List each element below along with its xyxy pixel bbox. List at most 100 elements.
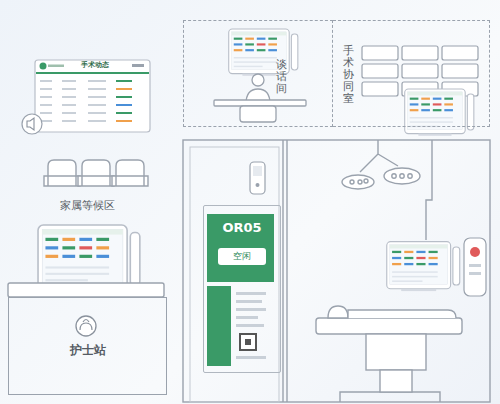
- waiting-display-board-part-part: [40, 112, 52, 114]
- nurse-station: 护士站: [8, 297, 167, 395]
- bedside-monitor-part: [469, 272, 481, 275]
- operating-bed-part: [328, 306, 348, 318]
- coordination-tablet: [405, 89, 474, 136]
- waiting-display-board-part: [132, 64, 144, 67]
- operating-room-part: [183, 140, 490, 402]
- display-wall-part: [402, 64, 438, 78]
- handheld-device-part: [253, 166, 262, 176]
- surgical-lamp-part: [342, 175, 374, 189]
- operating-bed-part: [316, 318, 462, 334]
- surgical-lamp-part: [384, 168, 420, 184]
- waiting-chairs-part: [44, 160, 80, 186]
- waiting-display-board-part-part: [88, 112, 106, 114]
- waiting-display-board-part: [40, 63, 47, 70]
- waiting-display-board-part-part: [116, 96, 132, 98]
- coordination-room: 手术协同室: [333, 20, 490, 127]
- waiting-display-board-part-part: [88, 96, 106, 98]
- waiting-display: 手术动态: [35, 60, 154, 132]
- door-panel-art-part-part: [236, 324, 264, 327]
- waiting-display-board-part-part: [40, 80, 52, 82]
- operating-room-part: [282, 140, 283, 402]
- node-title: OR05: [204, 220, 280, 235]
- door-panel-art-part: [207, 286, 231, 366]
- operating-room: [183, 140, 490, 402]
- waiting-display-board-part-part: [116, 80, 132, 82]
- display-wall-part: [442, 46, 478, 60]
- door-panel-art-part-part: [236, 300, 262, 303]
- waiting-display-board: [35, 60, 150, 132]
- door-panel-art: [207, 214, 274, 366]
- display-wall-part: [362, 64, 398, 78]
- door-panel-art-part: [236, 292, 266, 327]
- display-wall-part: [362, 46, 398, 60]
- door-panel-art-part-part: [236, 292, 266, 295]
- bedside-monitor: [387, 140, 486, 296]
- door-panel-art-part-part: [236, 308, 266, 311]
- operating-bed-part: [366, 334, 426, 370]
- bedside-monitor-part: [464, 238, 486, 296]
- display-wall-part: [402, 46, 438, 60]
- waiting-display-board-part-part: [62, 96, 76, 98]
- waiting-display-board-part-part: [116, 112, 132, 114]
- node-title: 手术动态: [35, 61, 154, 70]
- handheld-device-part: [250, 162, 265, 194]
- person-at-table: [214, 74, 306, 122]
- operating-bed-part: [380, 370, 412, 392]
- speaker-icon-part: [22, 114, 42, 134]
- waiting-display-board-part: [35, 60, 150, 132]
- nurse-desk-part: [76, 316, 96, 336]
- waiting-display-board-part-part: [40, 88, 52, 90]
- door-panel: OR05 空闲: [203, 205, 281, 373]
- surgical-lamp-part: [358, 180, 362, 184]
- waiting-display-board-part-part: [40, 96, 52, 98]
- surgical-lamp-part: [408, 174, 412, 178]
- handheld-device: [250, 162, 265, 194]
- person-at-table-part: [252, 74, 264, 86]
- waiting-chairs-part: [112, 160, 148, 186]
- operating-bed-part: [348, 310, 456, 318]
- surgical-lamp-part: [350, 180, 354, 184]
- door-panel-art-part: [240, 334, 256, 350]
- door-panel-art-part: [245, 339, 251, 345]
- waiting-display-board-part: [40, 80, 132, 122]
- bedside-monitor-part: [426, 140, 432, 240]
- waiting-chairs-part: [78, 160, 114, 186]
- nurse-desk-part: [80, 320, 92, 331]
- display-wall-part: [362, 82, 398, 96]
- waiting-display-board-part: [48, 65, 64, 68]
- waiting-display-board-part-part: [116, 120, 132, 122]
- surgical-lamp: [342, 140, 420, 189]
- surgical-lamp-part: [360, 140, 398, 172]
- operating-bed: [316, 306, 462, 402]
- display-wall-part: [442, 64, 478, 78]
- waiting-display-board-part: [36, 72, 149, 74]
- waiting-chairs: [44, 160, 148, 186]
- node-title: 手术协同室: [343, 45, 354, 105]
- waiting-display-board-part-part: [62, 80, 76, 82]
- bedside-monitor-part: [387, 242, 460, 291]
- nurse-desk: [8, 283, 164, 336]
- node-title: 谈话间: [276, 59, 287, 95]
- waiting-display-board-part-part: [88, 120, 106, 122]
- waiting-display-board-part-part: [40, 104, 52, 106]
- door-panel-art-part-part: [236, 316, 258, 319]
- waiting-display-board-part-part: [116, 88, 132, 90]
- meeting-room-tablet: [229, 29, 298, 76]
- node-title: 护士站: [9, 342, 166, 359]
- operating-bed-part: [340, 392, 440, 402]
- bedside-monitor-part: [469, 264, 481, 267]
- node-text: 空闲: [218, 248, 266, 265]
- coordination-tablet-part: [405, 89, 474, 136]
- waiting-display-board-part-part: [62, 104, 76, 106]
- waiting-display-board-part-part: [62, 112, 76, 114]
- nurse-desk-part: [8, 283, 164, 297]
- surgical-lamp-part: [392, 174, 396, 178]
- talk-room: 谈话间: [183, 20, 333, 127]
- operating-room-part: [286, 140, 287, 402]
- meeting-room-tablet-part: [229, 29, 298, 76]
- surgical-lamp-part: [364, 179, 368, 183]
- surgical-lamp-part: [400, 174, 404, 178]
- waiting-display-board-part-part: [62, 88, 76, 90]
- person-at-table-part: [240, 106, 276, 122]
